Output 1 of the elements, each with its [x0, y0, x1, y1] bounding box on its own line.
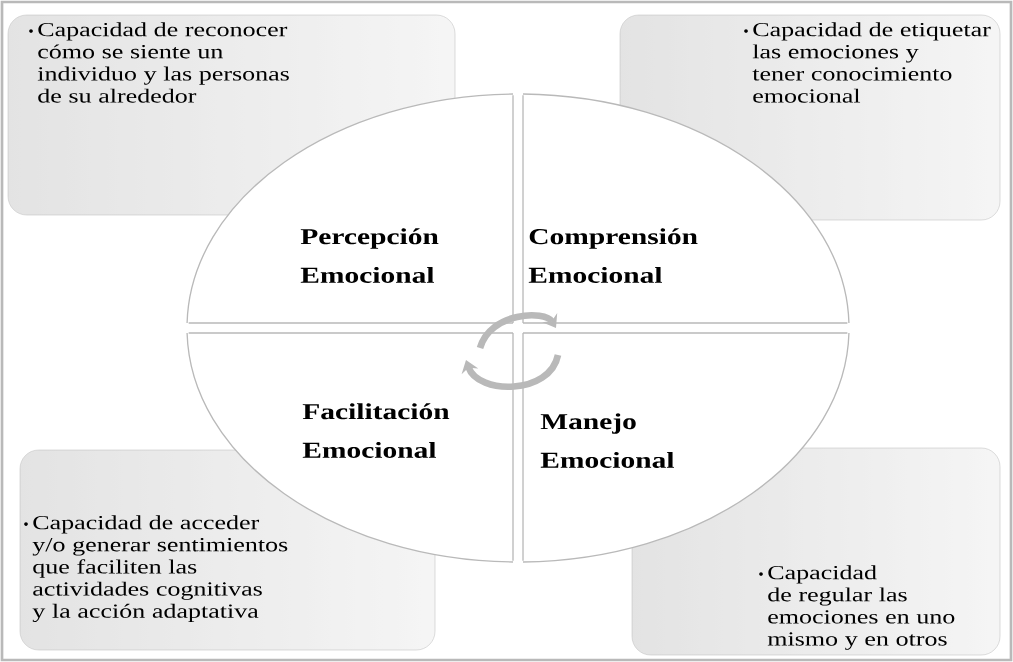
circle-quadrant: Manejo Emocional	[522, 332, 850, 563]
